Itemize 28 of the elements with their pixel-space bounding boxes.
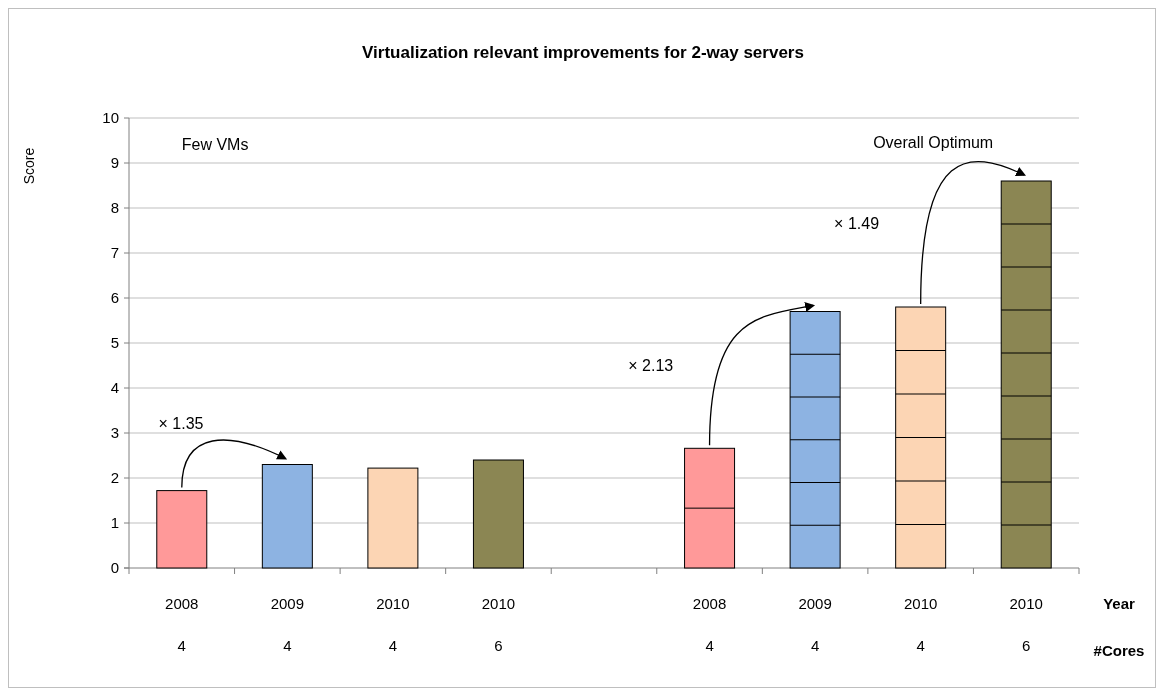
tick-label: 2 [109,469,119,486]
category-label: 2010 6 [1008,594,1044,656]
axis-title: Score [21,146,37,187]
tick-label: 5 [109,334,119,351]
tick-label: 10 [101,109,119,126]
tick-label: 0 [109,559,119,576]
category-label: 2008 4 [691,594,728,656]
tick-label: 6 [109,289,119,306]
category-label: 2008 4 [164,594,200,656]
tick-label: 8 [109,199,119,216]
tick-label: 7 [109,244,119,261]
category-label: 2010 4 [902,594,939,656]
annotation-text: Overall Optimum [873,132,994,153]
row-header: Year [1102,595,1136,612]
category-label: 2009 4 [269,594,305,656]
annotation-text: Few VMs [181,135,249,155]
tick-label: 4 [109,379,119,396]
category-label: 2009 4 [797,594,833,656]
category-label: 2010 6 [480,594,517,656]
row-header: #Cores [1092,642,1146,659]
tick-label: 9 [109,154,119,171]
tick-label: 1 [109,514,119,531]
tick-label: 3 [109,424,119,441]
category-label: 2010 4 [375,594,411,656]
annotation-text: × 1.35 [158,414,204,434]
annotation-text: × 1.49 [834,213,880,234]
chart-title: Virtualization relevant improvements for 2-way servers [361,43,805,63]
annotation-text: × 2.13 [628,355,674,376]
